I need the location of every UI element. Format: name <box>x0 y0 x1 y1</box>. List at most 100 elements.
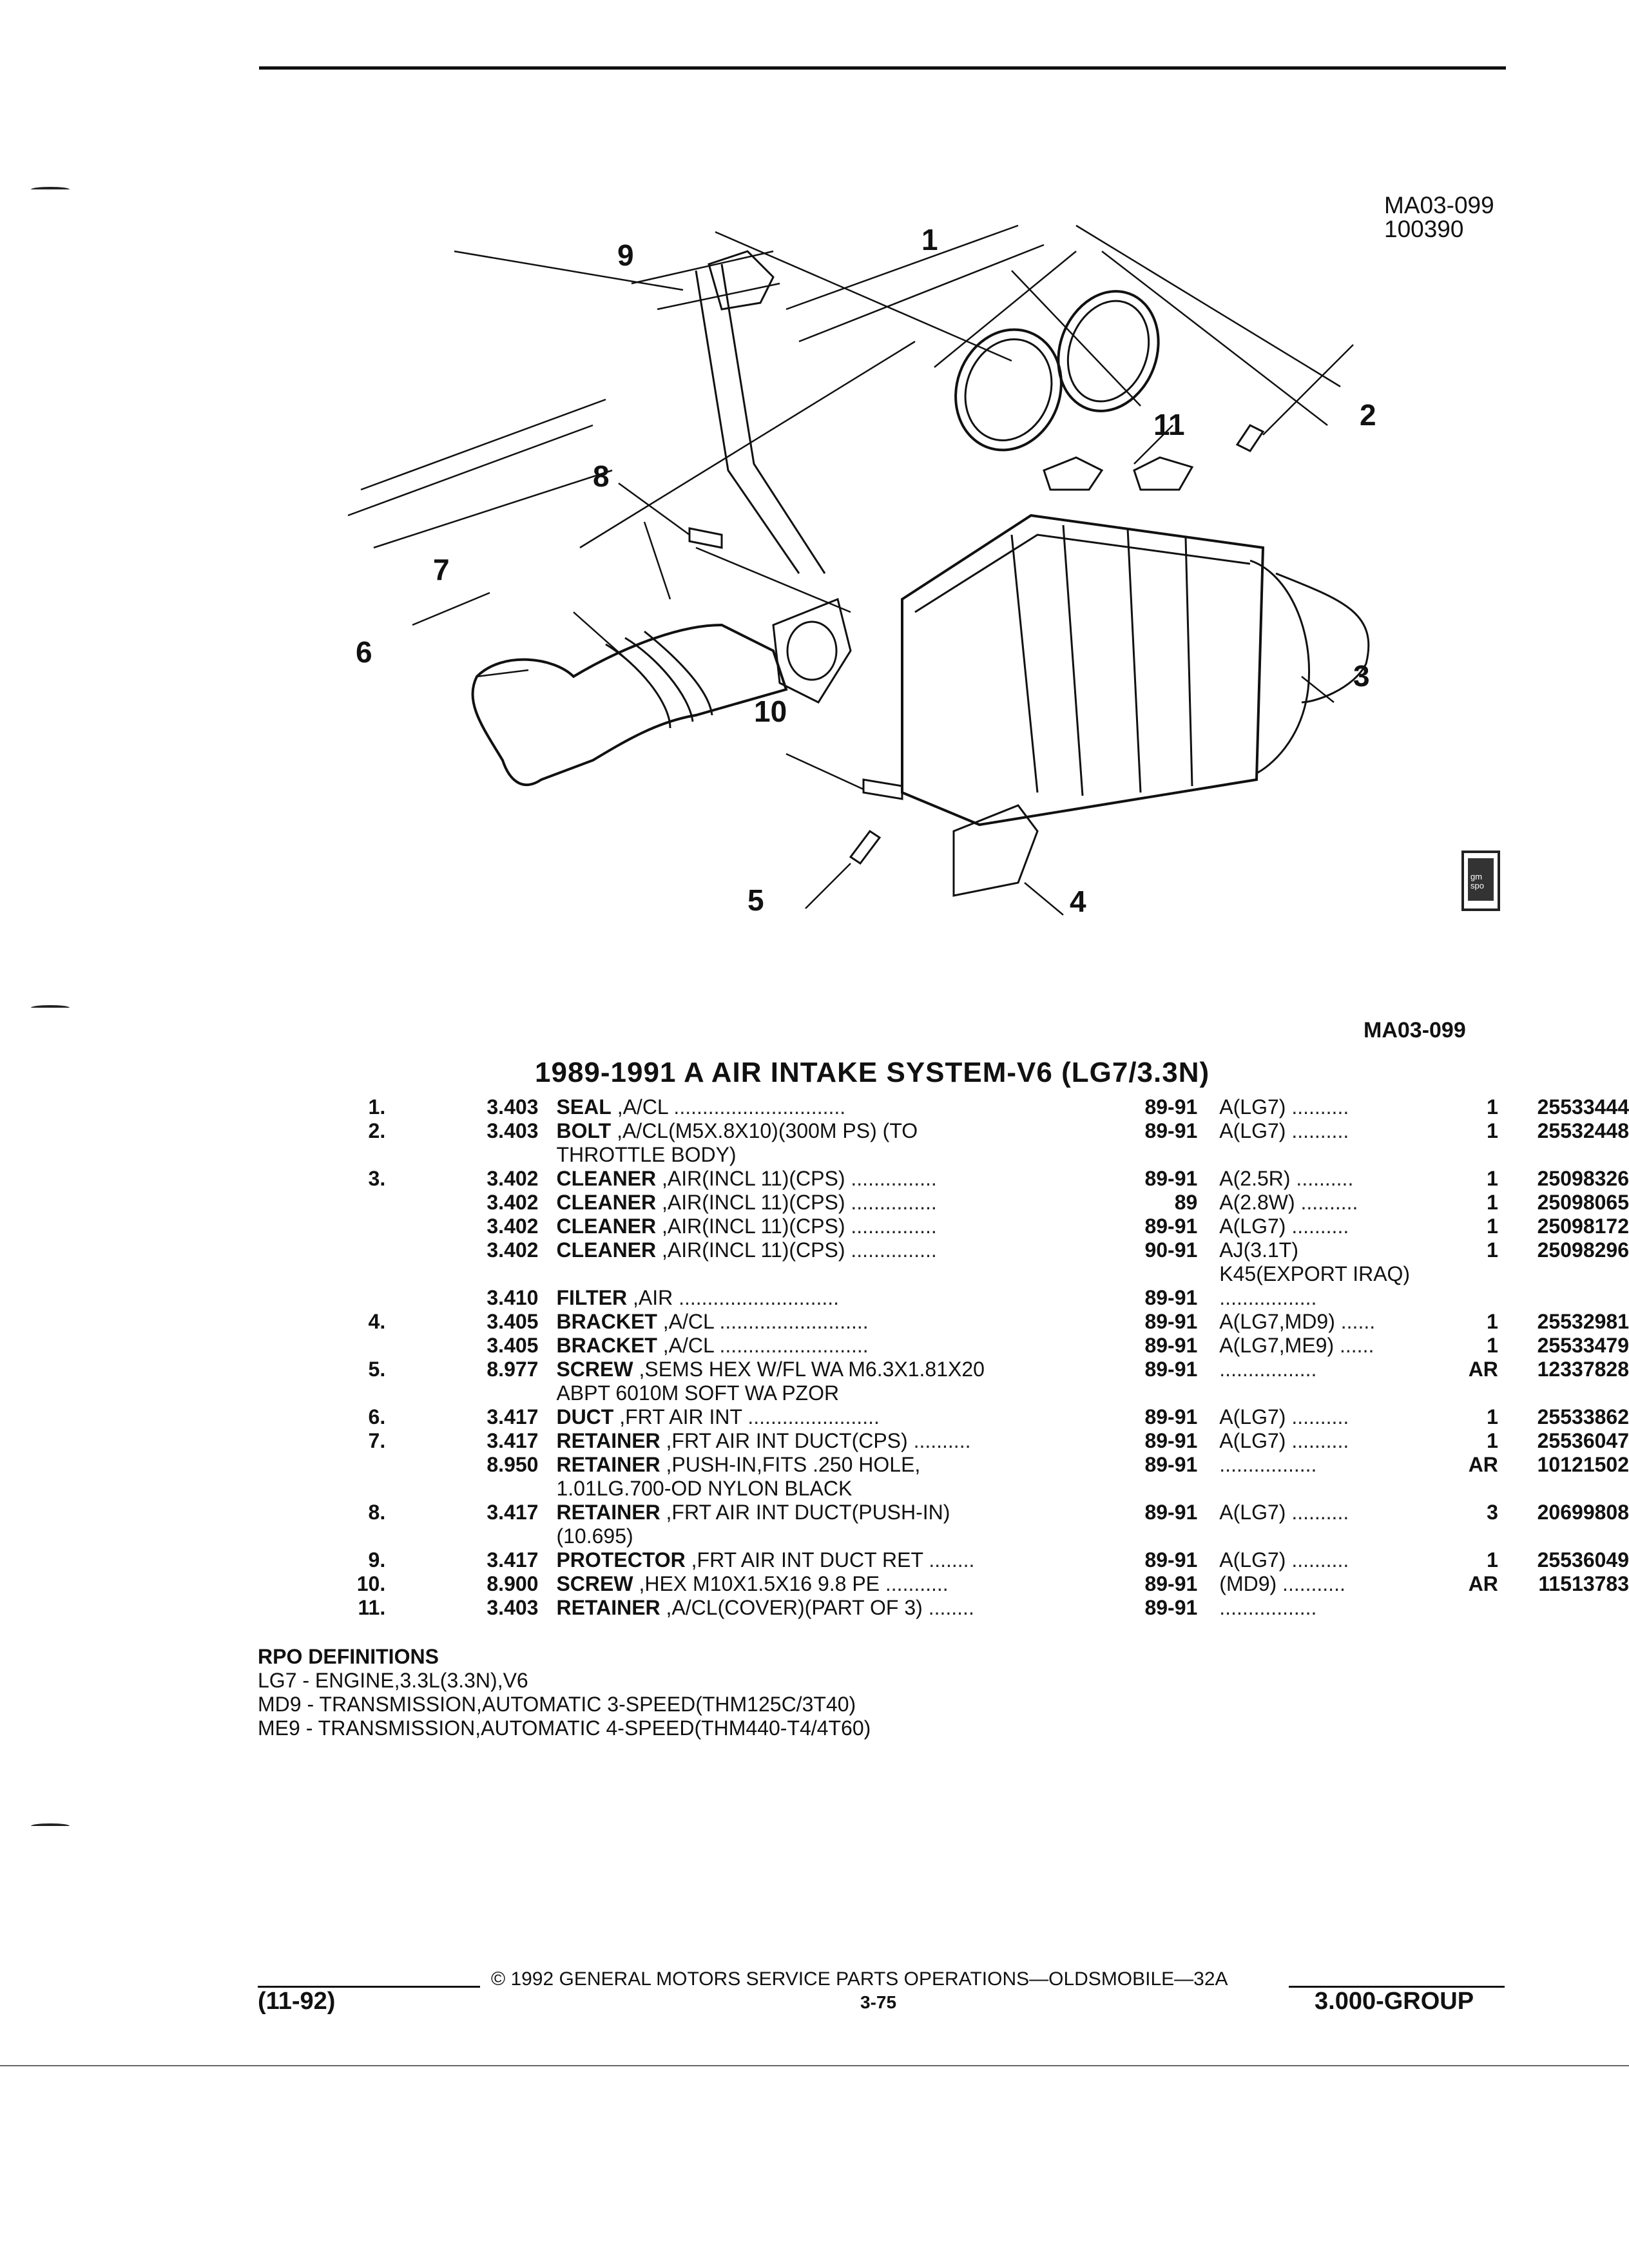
part-number-text: 25098065 <box>1537 1191 1629 1214</box>
callout-2: 2 <box>1360 398 1376 432</box>
part-number-text: 25532981 <box>1537 1310 1629 1333</box>
index-text: 3. <box>368 1167 386 1190</box>
group-text: 3.403 <box>487 1596 539 1619</box>
description: BRACKET ,A/CL .......................... <box>538 1310 1101 1334</box>
part-number-text: 25536049 <box>1537 1548 1629 1571</box>
part-number: 25098172 <box>1498 1215 1629 1238</box>
qty-text: 1 <box>1487 1095 1498 1119</box>
part-description-cont: (10.695) <box>556 1524 633 1548</box>
model-years: 89-91 <box>1101 1548 1197 1572</box>
model-years: 89-91 <box>1101 1429 1197 1453</box>
leader-dots: ........ <box>923 1548 975 1571</box>
part-number: 10121502 <box>1498 1453 1629 1501</box>
group-text: 8.900 <box>487 1572 539 1595</box>
description: RETAINER ,FRT AIR INT DUCT(CPS) ........… <box>538 1429 1101 1453</box>
leader-dots: ............... <box>845 1238 937 1262</box>
part-description-cont: 1.01LG.700-OD NYLON BLACK <box>556 1477 853 1500</box>
row-index <box>303 1334 385 1358</box>
row-index <box>303 1286 385 1310</box>
footer-page-number: 3-75 <box>860 1992 897 2012</box>
binder-mark <box>31 187 70 192</box>
leader-dots: ............... <box>845 1191 937 1214</box>
qty-text: 1 <box>1487 1119 1498 1142</box>
group-number: 3.402 <box>385 1167 538 1191</box>
gm-spo-logo: gm spo <box>1461 850 1500 911</box>
part-name: BRACKET <box>556 1310 657 1333</box>
part-number-text: 20699808 <box>1537 1501 1629 1524</box>
leader-dots: ............... <box>845 1215 937 1238</box>
usage-text: A(LG7) <box>1219 1501 1286 1524</box>
part-name: RETAINER <box>556 1596 660 1619</box>
index-text: 9. <box>368 1548 386 1571</box>
index-text: 4. <box>368 1310 386 1333</box>
usage-text: (MD9) <box>1219 1572 1277 1595</box>
part-number: 25533862 <box>1498 1405 1629 1429</box>
model-years: 89-91 <box>1101 1405 1197 1429</box>
row-index: 2. <box>303 1119 386 1167</box>
part-description: ,A/CL <box>662 1310 714 1333</box>
callout-6: 6 <box>356 635 372 669</box>
description: CLEANER ,AIR(INCL 11)(CPS) .............… <box>538 1215 1101 1238</box>
part-number-text: 10121502 <box>1537 1453 1629 1476</box>
row-index: 5. <box>303 1358 386 1405</box>
part-name: SCREW <box>556 1572 633 1595</box>
quantity: 1 <box>1460 1095 1498 1119</box>
years-text: 89-91 <box>1144 1286 1198 1309</box>
usage: ................. <box>1197 1596 1460 1620</box>
usage: A(LG7) .......... <box>1197 1119 1460 1167</box>
group-text: 3.402 <box>487 1191 539 1214</box>
years-text: 89-91 <box>1144 1572 1198 1595</box>
part-number-text: 25098326 <box>1537 1167 1629 1190</box>
model-years: 89-91 <box>1101 1358 1197 1405</box>
qty-text: AR <box>1468 1572 1498 1595</box>
qty-text: 1 <box>1487 1334 1498 1357</box>
quantity: 1 <box>1460 1548 1498 1572</box>
qty-text: 1 <box>1487 1548 1498 1571</box>
part-name: RETAINER <box>556 1501 660 1524</box>
part-description: ,AIR <box>632 1286 673 1309</box>
model-years: 89-91 <box>1101 1286 1198 1310</box>
leader-dots: .......... <box>1286 1095 1349 1119</box>
row-index: 1. <box>303 1095 386 1119</box>
quantity <box>1460 1286 1498 1310</box>
footer-group: 3.000-GROUP <box>1315 1988 1474 2015</box>
description: CLEANER ,AIR(INCL 11)(CPS) .............… <box>538 1167 1101 1191</box>
index-text: 2. <box>368 1119 386 1142</box>
usage-text: A(LG7,MD9) <box>1219 1310 1335 1333</box>
quantity: AR <box>1460 1572 1498 1596</box>
quantity: AR <box>1460 1358 1498 1405</box>
air-intake-diagram: 1 2 3 4 5 6 7 8 9 10 11 <box>347 223 1376 918</box>
description: PROTECTOR ,FRT AIR INT DUCT RET ........ <box>538 1548 1101 1572</box>
leader-dots: .......... <box>1286 1215 1349 1238</box>
leader-dots: .......... <box>1286 1119 1349 1142</box>
group-text: 3.417 <box>487 1501 539 1524</box>
years-text: 89-91 <box>1144 1095 1198 1119</box>
description: SEAL ,A/CL .............................… <box>538 1095 1101 1119</box>
usage: ................. <box>1197 1358 1460 1405</box>
qty-text: 1 <box>1487 1238 1498 1262</box>
quantity: 1 <box>1460 1310 1498 1334</box>
part-number: 25533444 <box>1498 1095 1629 1119</box>
leader-dots: .......................... <box>713 1310 869 1333</box>
part-name: PROTECTOR <box>556 1548 686 1571</box>
part-description: ,HEX M10X1.5X16 9.8 PE <box>639 1572 880 1595</box>
part-number <box>1498 1596 1629 1620</box>
group-text: 8.950 <box>487 1453 539 1476</box>
quantity: 1 <box>1460 1238 1498 1286</box>
group-text: 3.410 <box>487 1286 539 1309</box>
row-index: 10. <box>303 1572 385 1596</box>
part-description-cont: ABPT 6010M SOFT WA PZOR <box>556 1381 840 1405</box>
part-description: ,FRT AIR INT DUCT RET <box>691 1548 923 1571</box>
qty-text: AR <box>1468 1453 1498 1476</box>
row-index <box>303 1453 385 1501</box>
part-name: DUCT <box>556 1405 614 1428</box>
qty-text: 1 <box>1487 1429 1498 1452</box>
group-text: 3.405 <box>487 1310 539 1333</box>
usage-text: A(LG7) <box>1219 1119 1286 1142</box>
group-text: 3.402 <box>487 1238 539 1262</box>
